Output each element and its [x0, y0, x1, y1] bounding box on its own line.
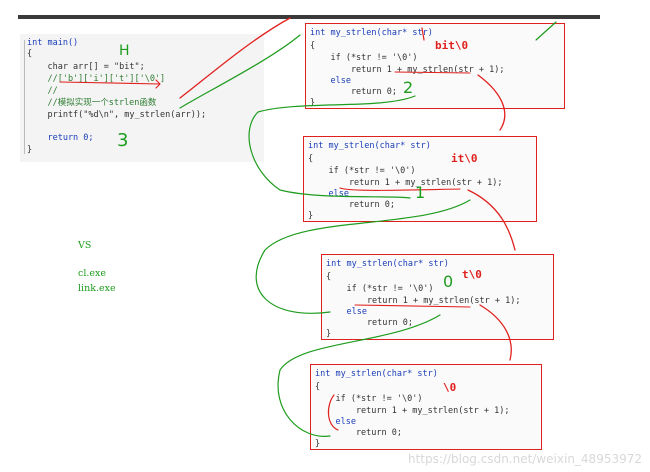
recursion-frame-3: int my_strlen(char* str) { if (*str != '… [321, 254, 554, 340]
frame-code-line: return 1 + my_strlen(str + 1); [315, 406, 510, 416]
recursion-frame-2: int my_strlen(char* str) { if (*str != '… [303, 136, 537, 222]
return-arrow-0 [277, 314, 441, 437]
frame-code-line: int my_strlen(char* str) [315, 369, 438, 379]
bracket-frame4 [327, 394, 339, 431]
frame-code-line: if (*str != '\0') [315, 394, 423, 404]
frame-code-line: return 1 + my_strlen(str + 1); [310, 65, 505, 75]
frame-code-line: { [308, 154, 314, 164]
call-arrow-frame3-to-frame4 [479, 304, 512, 361]
main-code-line: return 0; [27, 133, 94, 143]
frame-code-line: return 1 + my_strlen(str + 1); [326, 296, 521, 306]
main-code-line: int main() [27, 38, 79, 48]
frame-code-line: else [326, 307, 367, 317]
frame-code-line: { [326, 272, 332, 282]
main-code-line: // [27, 86, 58, 96]
frame-1-annotation: bit\0 [435, 39, 469, 52]
main-code-line: //模拟实现一个strlen函数 [27, 98, 157, 108]
handwritten-h-mark: H [119, 43, 130, 59]
frame-code-line: if (*str != '\0') [310, 53, 418, 63]
main-code-line: } [27, 145, 33, 155]
call-arrow-frame1-to-frame2 [477, 74, 506, 131]
frame-code-line: int my_strlen(char* str) [308, 141, 431, 151]
frame-code-line: { [315, 382, 321, 392]
check-mark [535, 21, 557, 41]
frame-code-line: } [326, 329, 332, 339]
frame-code-line: return 0; [308, 200, 395, 210]
handwritten-return-1: 1 [415, 183, 426, 202]
frame-4-annotation: \0 [443, 381, 457, 394]
note-cl-exe: cl.exe [78, 268, 106, 279]
return-arrow-to-main [179, 34, 301, 109]
frame-code-line: } [308, 211, 314, 221]
call-arrow-frame2-to-frame3 [467, 189, 516, 251]
frame-2-annotation: it\0 [451, 152, 478, 165]
note-vs: VS [78, 240, 92, 251]
main-code-line: printf("%d\n", my_strlen(arr)); [27, 110, 207, 120]
frame-code-line: else [308, 189, 349, 199]
frame-code-line: else [310, 76, 351, 86]
watermark: https://blog.csdn.net/weixin_48953972 [407, 452, 642, 466]
underline-frame3-return [354, 304, 471, 308]
underline-frame2-return [339, 187, 461, 191]
underline-comment [59, 79, 161, 89]
frame-code-line: return 0; [315, 428, 402, 438]
frame-code-line: return 0; [326, 318, 413, 328]
frame-code-line: int my_strlen(char* str) [326, 259, 449, 269]
code-gutter [24, 40, 25, 154]
frame-code-line: } [310, 98, 316, 108]
handwritten-return-2: 2 [403, 78, 414, 97]
pointer-frame1-str [421, 27, 425, 41]
top-divider-bar [18, 15, 600, 19]
underline-frame1-return [394, 71, 471, 74]
handwritten-result-3: 3 [117, 130, 129, 151]
main-code-panel: int main() { char arr[] = "bit"; //['b']… [20, 34, 264, 162]
handwritten-return-0: 0 [443, 272, 454, 291]
frame-code-line: else [315, 417, 356, 427]
return-arrow-1 [255, 199, 471, 314]
return-arrow-2 [248, 95, 416, 199]
frame-code-line: } [315, 439, 321, 449]
frame-code-line: return 1 + my_strlen(str + 1); [308, 178, 503, 188]
recursion-frame-4: int my_strlen(char* str) { if (*str != '… [310, 364, 542, 450]
main-code-line: //['b']['i']['t']['\0'] [27, 74, 166, 84]
frame-code-line: { [310, 41, 316, 51]
frame-code-line: return 0; [310, 87, 397, 97]
frame-3-annotation: t\0 [462, 268, 482, 281]
frame-code-line: if (*str != '\0') [326, 284, 434, 294]
frame-code-line: if (*str != '\0') [308, 166, 416, 176]
main-code-line: { [27, 49, 33, 59]
note-link-exe: link.exe [78, 283, 116, 294]
main-code-line: char arr[] = "bit"; [27, 62, 145, 72]
call-arrow-main-to-frame1 [179, 17, 291, 99]
